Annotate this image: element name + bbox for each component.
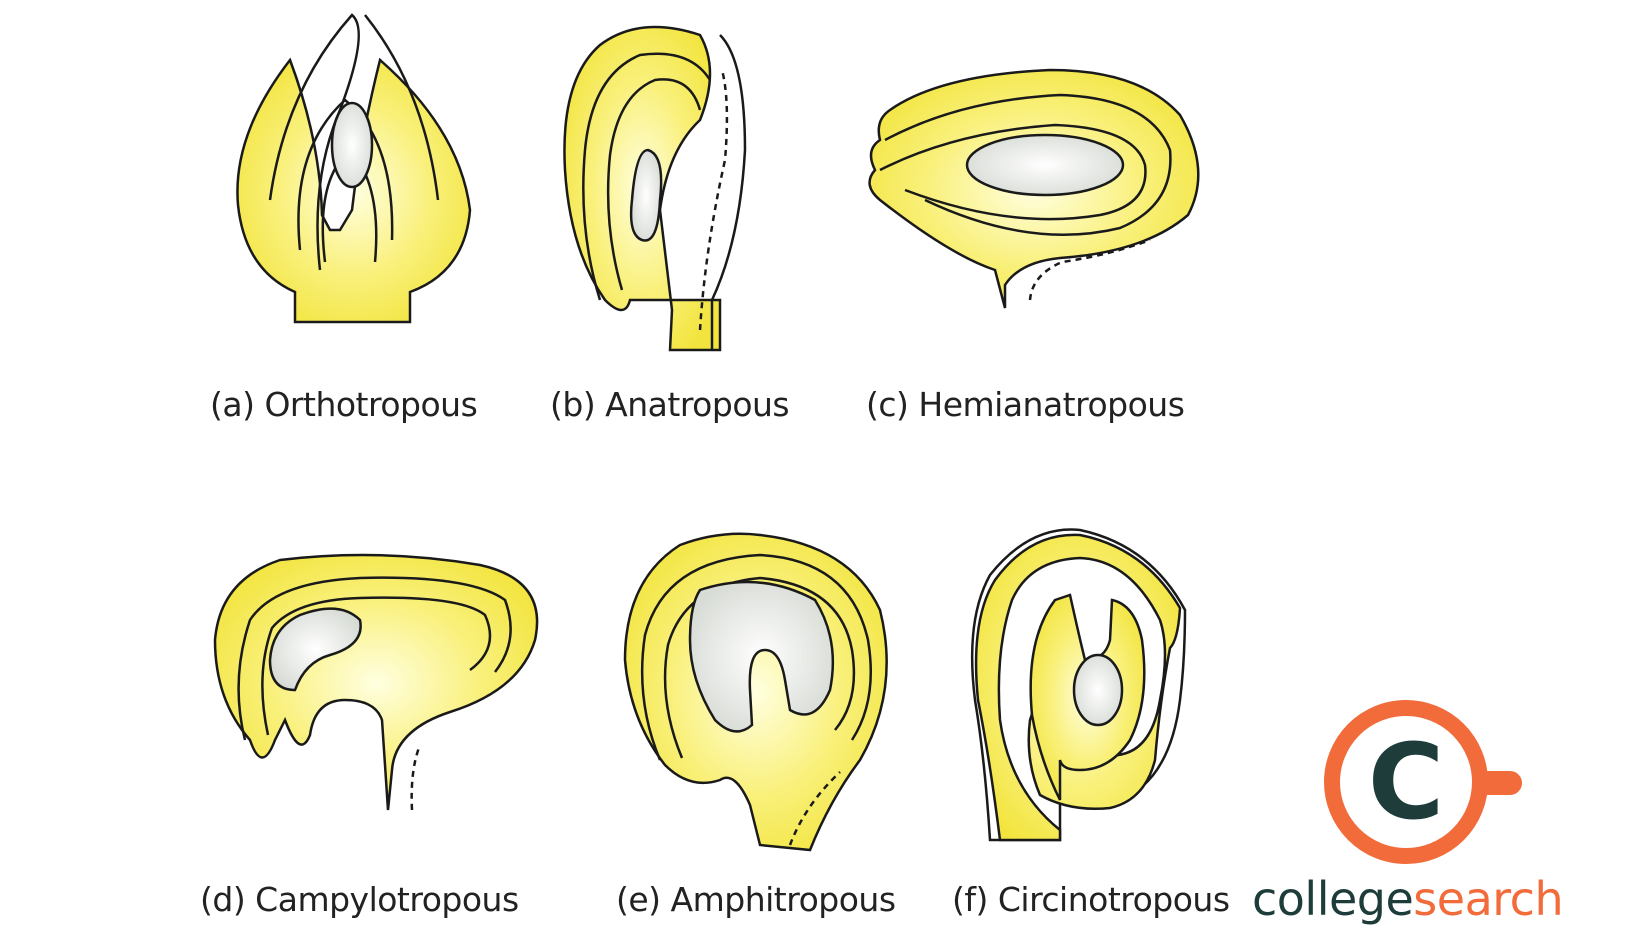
logo-handle [1476, 771, 1522, 795]
label-amphitropous: (e) Amphitropous [616, 880, 896, 919]
logo-mark: C [1368, 721, 1444, 843]
brand-word-college: college [1252, 872, 1414, 926]
ovule-orthotropous [236, 13, 472, 324]
label-orthotropous: (a) Orthotropous [210, 385, 478, 424]
label-hemianatropous: (c) Hemianatropous [866, 385, 1185, 424]
ovule-circinotropous [970, 528, 1187, 842]
label-circinotropous: (f) Circinotropous [952, 880, 1230, 919]
brand-wordmark: collegesearch [1252, 872, 1564, 926]
ovule-amphitropous [623, 532, 888, 852]
label-campylotropous: (d) Campylotropous [200, 880, 519, 919]
ovule-hemianatropous [868, 68, 1200, 309]
collegesearch-logo: C [1324, 700, 1522, 864]
ovule-anatropous [563, 25, 747, 352]
brand-word-search: search [1413, 872, 1564, 926]
label-anatropous: (b) Anatropous [550, 385, 790, 424]
ovule-campylotropous [213, 553, 539, 811]
